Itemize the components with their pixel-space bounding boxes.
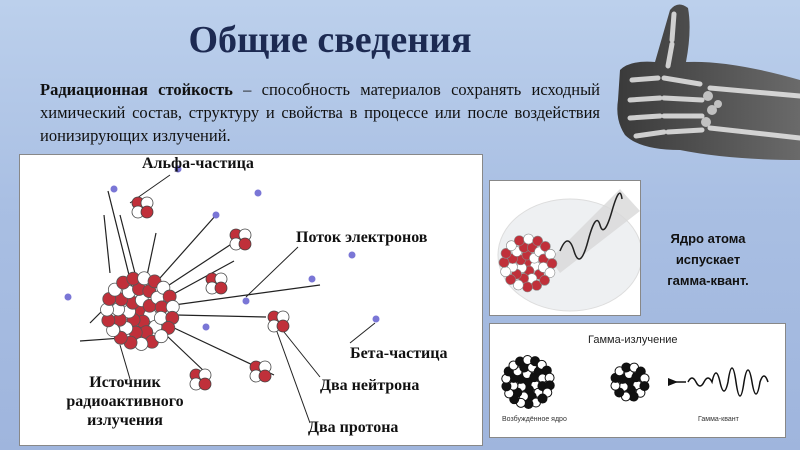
nucleon: [544, 267, 556, 278]
nucleon: [514, 235, 525, 246]
label-alpha-particle: Альфа-частица: [142, 155, 254, 172]
nucleon: [539, 275, 550, 286]
nucleus-emission-image: [489, 180, 641, 316]
xray-hand-image: [560, 0, 800, 170]
nucleus-caption: Ядро атома испускает гамма-квант.: [648, 228, 768, 291]
nucleon: [505, 274, 516, 285]
label-two-neutrons: Два нейтрона: [320, 377, 420, 394]
nucleon: [639, 381, 650, 392]
src-label-line: излучения: [87, 412, 163, 429]
gamma-quantum-label: Гамма-квант: [698, 416, 739, 423]
nucleon: [546, 258, 558, 269]
nucleus-caption-line: гамма-квант.: [667, 273, 749, 288]
nucleon: [540, 241, 551, 252]
excited-nucleus-label: Возбуждённое ядро: [502, 416, 567, 423]
nucleon: [522, 281, 533, 293]
definition-text: – способность материалов сохранять исход…: [40, 80, 600, 145]
label-beta-particle: Бета-частица: [350, 345, 448, 362]
nucleon: [506, 240, 517, 251]
nucleon: [498, 257, 510, 268]
nucleon: [154, 329, 169, 344]
nucleon: [532, 235, 543, 247]
radiation-source-diagram: Альфа-частица Поток электронов Бета-част…: [19, 154, 483, 446]
label-two-protons: Два протона: [308, 419, 399, 436]
nucleon: [537, 393, 548, 404]
nucleon: [545, 249, 556, 260]
definition-term: Радиационная стойкость: [40, 80, 233, 99]
label-radioactive-source: Источник радиоактивного излучения: [50, 373, 200, 430]
nucleon: [513, 279, 524, 291]
page-title: Общие сведения: [188, 19, 472, 61]
src-label-line: Источник: [89, 374, 161, 391]
nucleon: [523, 233, 534, 245]
src-label-line: радиоактивного: [66, 393, 184, 410]
nucleon: [500, 248, 512, 259]
nucleus-caption-line: Ядро атома: [670, 231, 746, 246]
definition-paragraph: Радиационная стойкость – способность мат…: [40, 78, 600, 147]
gamma-radiation-diagram: Гамма-излучение Возбуждённое ядро Гамма-…: [489, 323, 786, 438]
nucleon: [500, 266, 511, 277]
gamma-title: Гамма-излучение: [588, 334, 678, 346]
label-electron-stream: Поток электронов: [296, 229, 428, 246]
nucleus-caption-line: испускает: [675, 252, 741, 267]
